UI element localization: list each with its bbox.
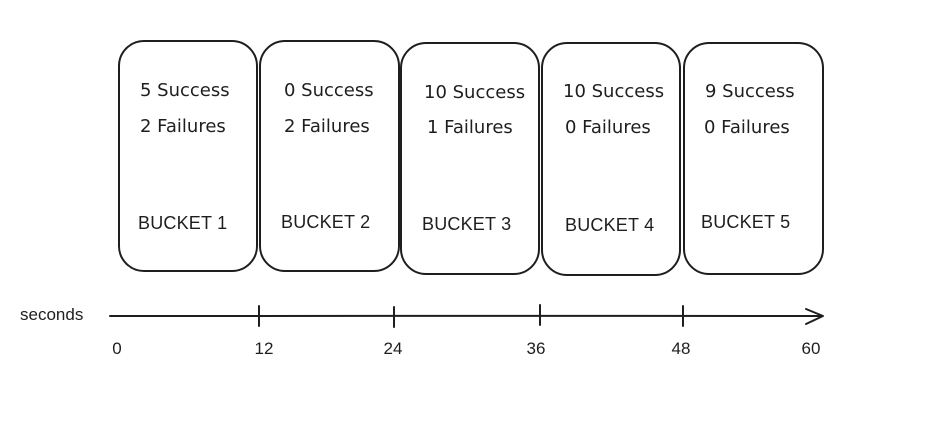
bucket-5-failures: 0 Failures (704, 117, 790, 138)
tick-label-48: 48 (671, 339, 691, 358)
bucket-1: 5 Success 2 Failures BUCKET 1 (118, 40, 258, 272)
bucket-5-label: BUCKET 5 (701, 212, 791, 232)
bucket-2: 0 Success 2 Failures BUCKET 2 (259, 40, 400, 272)
bucket-1-success: 5 Success (140, 80, 230, 101)
tick-label-36: 36 (526, 339, 546, 358)
tick-label-12: 12 (254, 339, 274, 358)
bucket-5-success: 9 Success (705, 81, 795, 102)
bucket-4-success: 10 Success (563, 81, 665, 102)
bucket-4-label: BUCKET 4 (565, 215, 655, 235)
bucket-4-failures: 0 Failures (565, 117, 651, 138)
bucket-5: 9 Success 0 Failures BUCKET 5 (683, 42, 824, 275)
bucket-2-success: 0 Success (284, 80, 374, 101)
bucket-3-success: 10 Success (424, 82, 526, 103)
axis-arrowhead (805, 308, 824, 325)
bucket-2-failures: 2 Failures (284, 116, 370, 137)
bucket-3: 10 Success 1 Failures BUCKET 3 (400, 42, 540, 275)
tick-label-60: 60 (801, 339, 821, 358)
tick-label-24: 24 (383, 339, 403, 358)
bucket-3-label: BUCKET 3 (422, 214, 512, 234)
bucket-2-label: BUCKET 2 (281, 212, 371, 232)
bucket-1-label: BUCKET 1 (138, 213, 228, 233)
axis-line (109, 314, 823, 318)
bucket-1-failures: 2 Failures (140, 116, 226, 137)
bucket-4: 10 Success 0 Failures BUCKET 4 (541, 42, 681, 276)
bucket-3-failures: 1 Failures (427, 117, 513, 138)
axis-title: seconds (20, 305, 84, 324)
tick-label-0: 0 (112, 339, 122, 358)
